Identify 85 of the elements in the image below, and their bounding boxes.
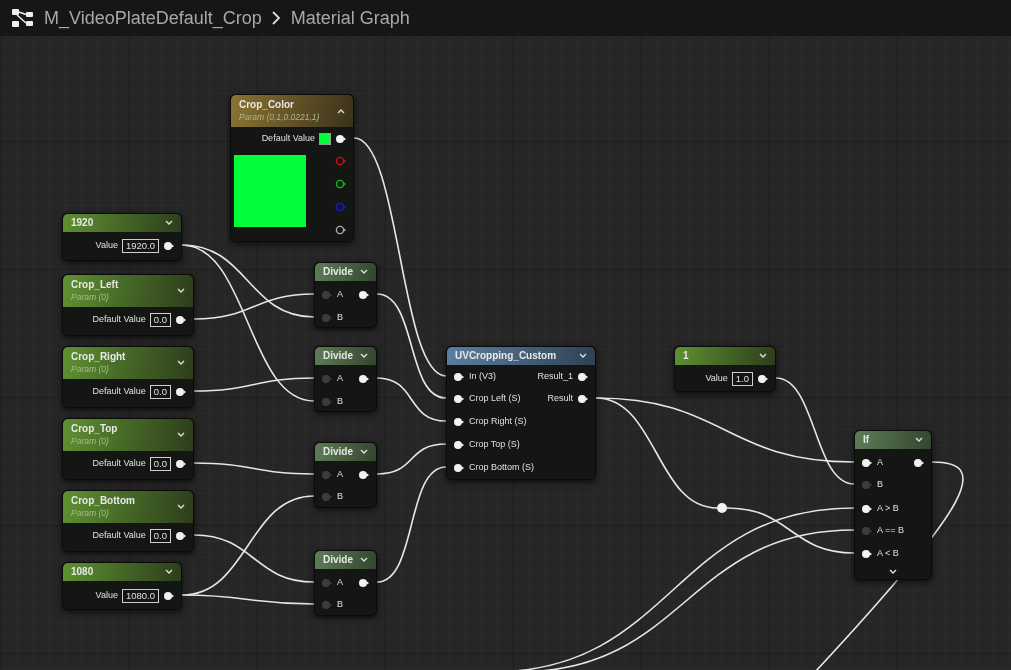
wire [376,293,447,399]
material-node [314,346,377,412]
wire [595,397,855,463]
value-field: 0.0 [149,385,171,399]
pin-label: A [337,372,343,386]
pin-label: B [337,490,343,504]
node-title: UVCropping_Custom [455,350,557,362]
wire [376,443,447,475]
pin-label: A [337,576,343,590]
wire [181,594,315,605]
pin-label: A [337,468,343,482]
pin-label: B [877,478,883,492]
pin-label: Crop Bottom (S) [469,461,535,475]
wire [193,534,315,583]
pin-label: B [337,598,343,612]
node-title: Crop_Color [239,99,295,111]
pin-label: Default Value [92,529,146,543]
material-node [314,550,377,616]
wire [193,293,315,320]
param-subtitle: Param (0) [71,291,110,303]
node-title: Crop_Left [71,279,119,291]
pin-label: B [337,311,343,325]
pin-label: Crop Right (S) [469,415,527,429]
pin-label: In (V3) [469,370,496,384]
material-node [446,346,596,480]
breadcrumb-text: M_VideoPlateDefault_Crop [44,6,262,31]
reroute-knot [717,503,727,513]
node-title: 1080 [71,566,94,578]
wire [775,377,855,485]
pin-label: Result [547,392,573,406]
wire [376,466,447,583]
node-title: Crop_Top [71,423,118,435]
value-field: 0.0 [149,529,171,543]
node-title: Divide [323,554,353,566]
breadcrumb-text: Material Graph [290,6,410,30]
param-subtitle: Param (0) [71,363,110,375]
pin-label: Value [705,372,728,386]
pin-label: B [337,395,343,409]
material-node [314,262,377,328]
wire [181,244,315,402]
value-field: 1080.0 [121,589,159,603]
material-node [854,430,932,580]
material-node [674,346,776,392]
material-node [314,442,377,508]
material-node [62,418,194,480]
param-subtitle: Param (0) [71,507,110,519]
pin-label: A [337,288,343,302]
node-title: Divide [323,446,353,458]
pin-label: A == B [877,524,905,538]
node-title: Crop_Right [71,351,126,363]
value-field: 0.0 [149,313,171,327]
material-node [62,346,194,408]
pin-label: A < B [877,547,899,561]
pin-label: Default Value [92,313,146,327]
pin-label: A > B [877,502,899,516]
node-title: If [863,434,870,446]
material-node [230,94,354,242]
material-node [62,562,182,610]
node-title: 1 [683,350,689,362]
pin-label: Value [95,239,118,253]
wire [193,377,315,392]
pin-label: Default Value [92,385,146,399]
pin-label: Value [95,589,118,603]
material-node [62,274,194,336]
param-subtitle: Param (0,1,0.0221,1) [239,111,320,123]
pin-label: Result_1 [537,370,573,384]
wire [376,377,447,422]
pin-label: Default Value [261,132,315,146]
node-title: 1920 [71,217,94,229]
param-subtitle: Param (0) [71,435,110,447]
pin-label: A [877,456,883,470]
pin-label: Default Value [92,457,146,471]
node-title: Divide [323,266,353,278]
wire [726,507,855,554]
node-title: Crop_Bottom [71,495,135,507]
wire [353,137,447,377]
pin-label: Crop Left (S) [469,392,521,406]
node-title: Divide [323,350,353,362]
value-field: 0.0 [149,457,171,471]
wire [193,462,315,475]
value-field: 1920.0 [121,239,159,253]
material-node [62,490,194,552]
value-field: 1.0 [731,372,753,386]
pin-label: Crop Top (S) [469,438,520,452]
material-node [62,213,182,261]
